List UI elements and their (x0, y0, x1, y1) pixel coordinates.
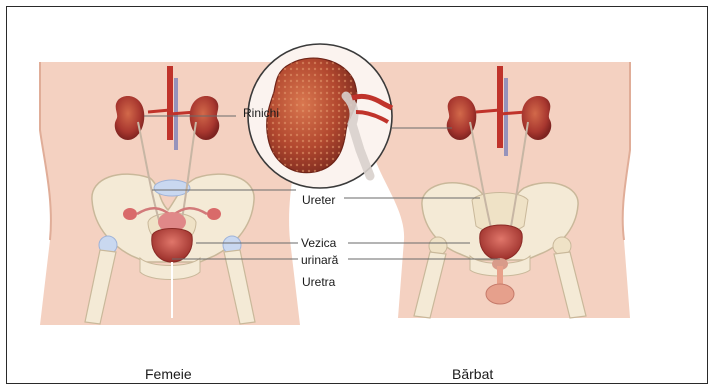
bladder-label-line1: Vezica (301, 236, 336, 250)
male-figure (370, 62, 630, 318)
ureter-label: Ureter (302, 193, 335, 207)
bladder-label-line2: urinară (301, 253, 338, 267)
male-caption: Bărbat (452, 366, 493, 382)
female-caption: Femeie (145, 366, 192, 382)
kidney-label: Rinichi (243, 106, 279, 120)
urethra-label: Uretra (302, 275, 335, 289)
